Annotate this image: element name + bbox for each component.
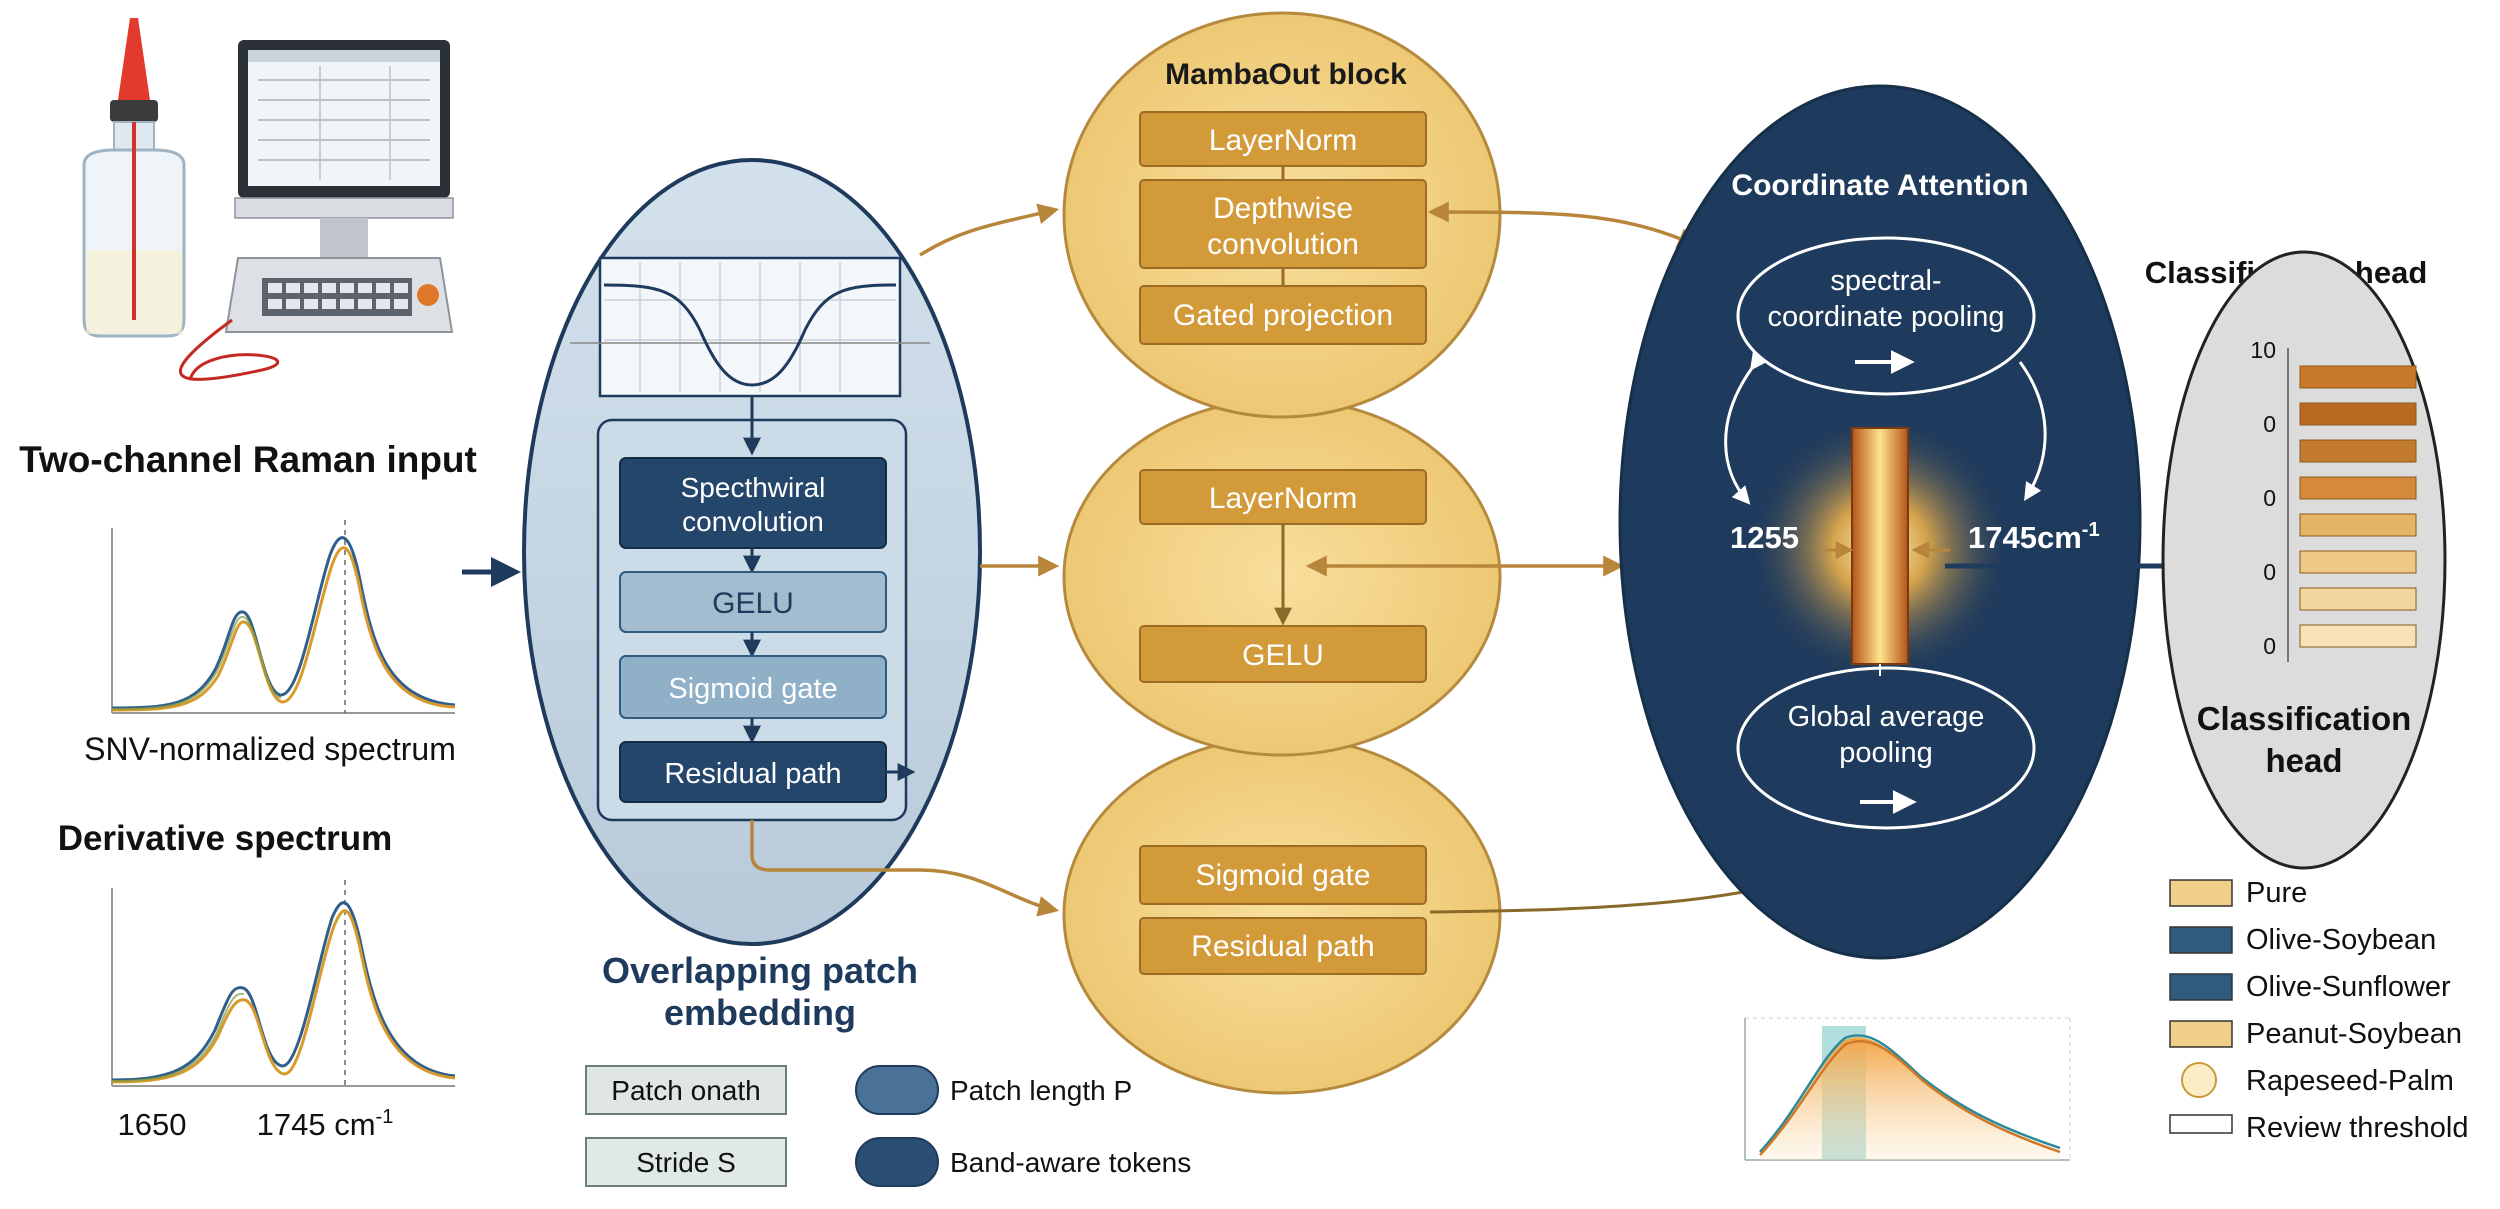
class-bar xyxy=(2299,550,2417,574)
mamba-depthwise-label-1: Depthwise xyxy=(1213,192,1353,225)
class-bar xyxy=(2299,624,2417,648)
patch-title-2: embedding xyxy=(664,992,856,1033)
derivative-title: Derivative spectrum xyxy=(58,819,393,858)
patch-sigmoid-label: Sigmoid gate xyxy=(668,673,837,705)
tick-label-4: 0 xyxy=(2263,633,2276,659)
input-column: Two-channel Raman input SNV-normalized s… xyxy=(19,439,477,1142)
axis-label-1745: 1745 cm-1 xyxy=(257,1106,394,1142)
tick-label-2: 0 xyxy=(2263,485,2276,511)
attention-right-value-text: 1745cm xyxy=(1968,520,2082,555)
legend-swatch xyxy=(2181,1062,2217,1098)
classification-head-module: Classification head 10 0 0 0 0 Classific… xyxy=(2145,250,2447,870)
mamba-gated-label: Gated projection xyxy=(1173,299,1393,332)
global-pooling-ellipse xyxy=(1736,666,2036,830)
class-bar xyxy=(2299,587,2417,611)
mamba-bottom-sigmoid-label: Sigmoid gate xyxy=(1195,859,1370,892)
class-legend: PureOlive-SoybeanOlive-SunflowerPeanut-S… xyxy=(2169,877,2468,1144)
spectral-conv-label-2: convolution xyxy=(682,506,824,537)
patch-embedding-module: Specthwiral convolution GELU Sigmoid gat… xyxy=(522,158,982,946)
attention-right-value: 1745cm-1 xyxy=(1968,519,2100,555)
tick-label-0: 10 xyxy=(2250,337,2276,363)
tick-label-3: 0 xyxy=(2263,559,2276,585)
stride-box xyxy=(585,1137,787,1187)
legend-label: Pure xyxy=(2246,877,2307,909)
legend-swatch xyxy=(2169,926,2233,954)
patch-length-label: Patch length P xyxy=(950,1075,1132,1106)
patch-title-1: Overlapping patch xyxy=(602,950,918,991)
axis-label-1650: 1650 xyxy=(118,1107,187,1142)
class-bar xyxy=(2299,476,2417,500)
patch-legend: Overlapping patch embedding Patch onath … xyxy=(585,950,1191,1187)
computer-monitor-icon xyxy=(234,40,454,258)
sample-bottle-icon xyxy=(82,18,186,338)
legend-label: Olive-Sunflower xyxy=(2246,971,2451,1003)
patch-gelu-label: GELU xyxy=(712,587,794,620)
mamba-depthwise-label-2: convolution xyxy=(1207,228,1359,261)
legend-swatch xyxy=(2169,973,2233,1001)
derivative-spectrum-plot xyxy=(111,880,456,1087)
legend-label: Review threshold xyxy=(2246,1112,2468,1144)
patch-residual-label: Residual path xyxy=(664,758,841,790)
patch-length-swatch xyxy=(855,1065,939,1115)
patch-to-mamba-connectors xyxy=(750,203,1060,917)
axis-label-1745-exponent: -1 xyxy=(376,1106,394,1128)
band-tokens-swatch xyxy=(855,1137,939,1187)
patch-signal-plot xyxy=(570,256,930,398)
axis-label-1745-value: 1745 cm xyxy=(257,1107,376,1142)
mamba-bottom-residual-box xyxy=(1139,917,1427,975)
mamba-gated-box xyxy=(1139,285,1427,345)
legend-swatch xyxy=(2169,1114,2233,1134)
legend-label: Olive-Soybean xyxy=(2246,924,2436,956)
classification-title-bottom-1: Classification xyxy=(2197,700,2412,737)
attention-title: Coordinate Attention xyxy=(1731,169,2028,202)
spectrometer-base-icon xyxy=(179,257,454,381)
class-bar xyxy=(2299,365,2417,389)
coordinate-attention-module: Coordinate Attention spectral- coordinat… xyxy=(1618,84,2142,960)
patch-onath-label: Patch onath xyxy=(611,1075,760,1106)
attention-profile-plot xyxy=(1736,1012,2074,1164)
mamba-title: MambaOut block xyxy=(1165,58,1407,91)
band-tokens-label: Band-aware tokens xyxy=(950,1147,1191,1178)
mamba-bottom-residual-label: Residual path xyxy=(1191,930,1374,963)
attention-right-value-exp: -1 xyxy=(2082,519,2100,541)
global-pooling-label-2: pooling xyxy=(1839,737,1933,769)
mamba-bottom-sigmoid-box xyxy=(1139,845,1427,905)
spectral-conv-label-1: Specthwiral xyxy=(681,472,826,503)
legend-swatch xyxy=(2169,1020,2233,1048)
mamba-mid-gelu-box xyxy=(1139,625,1427,683)
mambaout-block: MambaOut block LayerNorm Depthwise convo… xyxy=(1062,11,1502,1095)
class-bar xyxy=(2299,439,2417,463)
class-bars xyxy=(2287,348,2417,662)
mamba-mid-gelu-label: GELU xyxy=(1242,639,1324,672)
snv-label: SNV-normalized spectrum xyxy=(84,731,456,767)
legend-label: Rapeseed-Palm xyxy=(2246,1065,2454,1097)
snv-spectrum-plot xyxy=(111,520,456,714)
mamba-mid-layernorm-label: LayerNorm xyxy=(1209,482,1357,515)
patch-onath-box xyxy=(585,1065,787,1115)
tick-label-1: 0 xyxy=(2263,411,2276,437)
legend-swatch xyxy=(2169,879,2233,907)
spectral-pooling-ellipse xyxy=(1736,236,2036,396)
input-title: Two-channel Raman input xyxy=(19,439,477,480)
mamba-bottom-ellipse xyxy=(1062,735,1502,1095)
stride-label: Stride S xyxy=(636,1147,736,1178)
class-bar xyxy=(2299,513,2417,537)
spectral-pooling-label-2: coordinate pooling xyxy=(1767,301,2004,333)
spectral-pooling-label-1: spectral- xyxy=(1830,265,1941,297)
attention-weight-bar xyxy=(1851,427,1909,665)
mamba-layernorm-label: LayerNorm xyxy=(1209,124,1357,157)
global-pooling-label-1: Global average xyxy=(1788,701,1985,733)
attention-left-value: 1255 xyxy=(1730,520,1799,555)
classification-title-bottom-2: head xyxy=(2265,742,2342,779)
class-bar xyxy=(2299,402,2417,426)
legend-label: Peanut-Soybean xyxy=(2246,1018,2462,1050)
raman-instrument-illustration xyxy=(82,18,454,381)
